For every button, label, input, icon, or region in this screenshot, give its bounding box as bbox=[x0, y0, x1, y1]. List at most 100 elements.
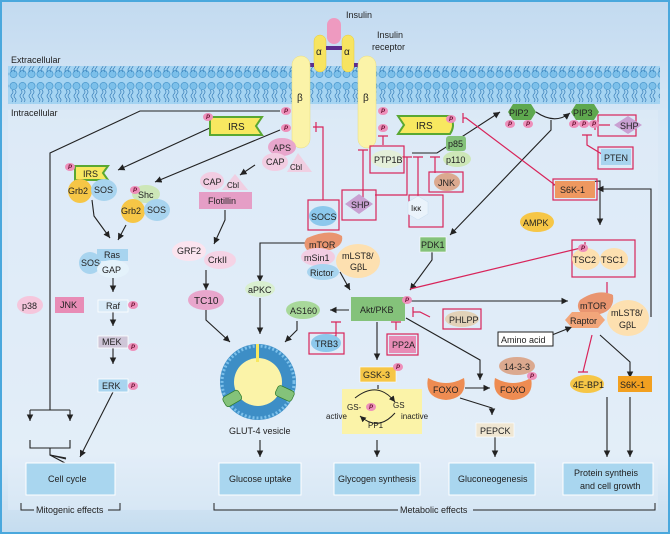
irs-grb2-sos-complex[interactable]: IRS P Grb2 SOS bbox=[65, 163, 117, 203]
outcome-glycogen-synthesis[interactable]: Glycogen synthesis bbox=[333, 462, 421, 496]
tc10-node[interactable]: TC10 bbox=[188, 290, 224, 310]
receptor-label-line2: receptor bbox=[372, 42, 405, 52]
svg-text:P: P bbox=[206, 115, 211, 121]
mitogenic-effects-label: Mitogenic effects bbox=[36, 505, 104, 515]
socs-inhibits-receptor bbox=[313, 122, 324, 200]
cell-cycle-label: Cell cycle bbox=[48, 474, 87, 484]
svg-text:P: P bbox=[508, 122, 513, 128]
alpha-label-right: α bbox=[344, 47, 350, 58]
pepck-node[interactable]: PEPCK bbox=[475, 422, 515, 438]
gsk3-node[interactable]: GSK-3 P bbox=[359, 363, 403, 383]
tsc-complex[interactable]: TSC2 TSC1 P bbox=[572, 244, 628, 270]
socs-node[interactable]: SOCS bbox=[309, 206, 337, 226]
svg-text:P: P bbox=[381, 126, 386, 132]
ptp1b-node[interactable]: PTP1B bbox=[371, 150, 403, 168]
as160-label: AS160 bbox=[290, 306, 317, 316]
amino-acid-node[interactable]: Amino acid bbox=[497, 331, 554, 347]
shp-a-node[interactable]: SHP bbox=[345, 194, 373, 214]
receptor-phospho-sites: P P P P bbox=[281, 107, 388, 132]
arrow-tc10-to-glut4 bbox=[205, 310, 231, 343]
svg-text:P: P bbox=[131, 303, 136, 309]
as160-node[interactable]: AS160 bbox=[286, 301, 320, 319]
pp2a-node[interactable]: PP2A bbox=[389, 336, 416, 353]
glut4-vesicle[interactable]: GLUT-4 vesicle bbox=[220, 344, 296, 436]
mtorc1-inhibits-4ebp1 bbox=[578, 334, 593, 373]
ras-gap-complex[interactable]: Ras SOS GAP bbox=[79, 249, 129, 278]
grb2-b-label: Grb2 bbox=[121, 206, 141, 216]
jnk-inhibits-irs bbox=[430, 156, 440, 173]
shc-grb2-sos-complex[interactable]: Shc P Grb2 SOS bbox=[121, 185, 170, 223]
shp-b-node[interactable]: SHP bbox=[614, 116, 642, 134]
s6k1-bottom-node[interactable]: S6K-1 bbox=[618, 376, 652, 392]
mtorc2-complex[interactable]: mTOR mLST8/ GβL mSin1 Rictor bbox=[301, 232, 380, 280]
cap-cbl-flotillin-complex[interactable]: CAP Cbl Flotillin bbox=[199, 172, 252, 209]
cap-b-label: CAP bbox=[203, 177, 222, 187]
ptp1b-inhibits-receptor bbox=[378, 135, 388, 145]
pten-label: PTEN bbox=[604, 153, 628, 163]
svg-text:P: P bbox=[581, 246, 586, 252]
pip2-node[interactable]: PIP2 P P bbox=[505, 104, 536, 128]
socs-label: SOCS bbox=[311, 212, 337, 222]
raptor-label: Raptor bbox=[570, 316, 597, 326]
foxo-phospho-node[interactable]: FOXO 14-3-3 P bbox=[494, 357, 537, 400]
shp-inhibits-receptor bbox=[358, 149, 368, 200]
arrow-grb2-to-ras bbox=[91, 199, 111, 239]
ras-label: Ras bbox=[104, 250, 121, 260]
phlpp-node[interactable]: PHLPP bbox=[445, 311, 479, 327]
glut4-label: GLUT-4 vesicle bbox=[229, 426, 291, 436]
eif4ebp1-node[interactable]: 4E-BP1 bbox=[570, 375, 604, 393]
mlst8-a-line1: mLST8/ bbox=[342, 251, 374, 261]
gs-inactive-line2: inactive bbox=[401, 412, 429, 421]
pi3k-complex[interactable]: p85 p110 bbox=[443, 136, 471, 167]
svg-text:P: P bbox=[284, 126, 289, 132]
s6k1-bottom-label: S6K-1 bbox=[620, 380, 645, 390]
msin1-label: mSin1 bbox=[304, 253, 330, 263]
trb3-node[interactable]: TRB3 bbox=[311, 334, 341, 352]
outcome-cell-cycle[interactable]: Cell cycle bbox=[25, 462, 116, 496]
jnk-left-node[interactable]: JNK bbox=[55, 297, 84, 313]
aps-cap-cbl-complex[interactable]: APS CAP Cbl bbox=[262, 138, 312, 172]
raf-node[interactable]: Raf P bbox=[97, 299, 138, 313]
sos-a-label: SOS bbox=[94, 185, 113, 195]
grf2-crkii-complex[interactable]: GRF2 CrkII bbox=[172, 241, 236, 269]
glycogen-synthase-cycle[interactable]: GS- P active GS inactive PP1 bbox=[326, 389, 429, 434]
arrow-foxo-to-pepck bbox=[459, 397, 496, 415]
erk-node[interactable]: ERK P bbox=[97, 378, 138, 393]
phlpp-label: PHLPP bbox=[449, 315, 479, 325]
pten-node[interactable]: PTEN bbox=[601, 149, 631, 165]
activation-arrows bbox=[26, 110, 652, 464]
arrow-mtorc1-to-s6k1 bbox=[597, 185, 652, 317]
irs-node-top[interactable]: IRS P bbox=[203, 113, 264, 136]
arrow-flotillin-to-crkii bbox=[213, 210, 226, 245]
gs-active-line2: active bbox=[326, 412, 347, 421]
akt-pkb-node[interactable]: Akt/PKB P bbox=[351, 296, 412, 321]
p85-label: p85 bbox=[448, 139, 463, 149]
pten-inhibits-pip3 bbox=[582, 134, 606, 157]
mek-node[interactable]: MEK P bbox=[97, 335, 138, 351]
mlst8-b-line1: mLST8/ bbox=[611, 308, 643, 318]
pip3-label: PIP3 bbox=[573, 108, 593, 118]
jnk-right-node[interactable]: JNK bbox=[434, 173, 460, 191]
outcome-glucose-uptake[interactable]: Glucose uptake bbox=[218, 462, 302, 496]
outcome-protein-synthesis[interactable]: Protein syntheis and cell growth bbox=[562, 462, 654, 496]
crkii-label: CrkII bbox=[208, 255, 227, 265]
pip3-node[interactable]: PIP3 P P P bbox=[569, 104, 599, 128]
grb2-a-label: Grb2 bbox=[68, 186, 88, 196]
glycogen-synthesis-label: Glycogen synthesis bbox=[338, 474, 417, 484]
p38-node[interactable]: p38 bbox=[17, 296, 43, 314]
ikk-node[interactable]: Iκκ bbox=[407, 195, 429, 221]
irs-node-right[interactable]: IRS P bbox=[396, 115, 456, 135]
mtorc1-complex[interactable]: mTOR mLST8/ GβL Raptor bbox=[565, 292, 649, 336]
svg-text:P: P bbox=[396, 365, 401, 371]
foxo-node[interactable]: FOXO bbox=[427, 378, 465, 400]
pdk1-label: PDK1 bbox=[421, 240, 445, 250]
pdk1-node[interactable]: PDK1 bbox=[419, 236, 447, 253]
mlst8-b-line2: GβL bbox=[619, 320, 636, 330]
insulin-receptor: α α β β Insulin Insulin receptor bbox=[291, 10, 405, 149]
ampk-node[interactable]: AMPK bbox=[520, 212, 554, 232]
outcome-gluconeogenesis[interactable]: Gluconeogenesis bbox=[448, 462, 536, 496]
s6k1-top-node[interactable]: S6K-1 bbox=[555, 181, 595, 198]
apkc-node[interactable]: aPKC bbox=[245, 281, 275, 297]
